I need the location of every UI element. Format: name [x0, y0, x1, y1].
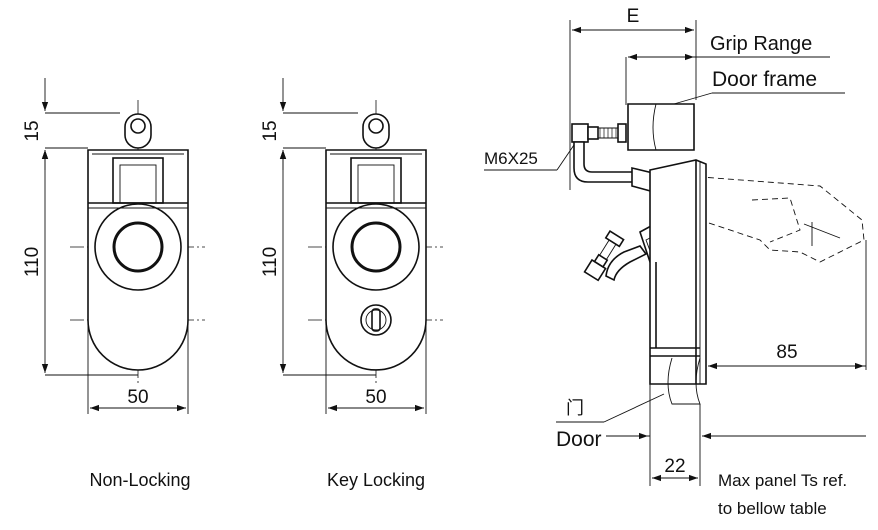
non-locking-caption: Non-Locking [89, 470, 190, 490]
key-locking-dim-50: 50 [365, 387, 386, 408]
door-frame-section [627, 103, 695, 151]
key-locking-dim-15: 15 [260, 120, 281, 141]
dim-85: 85 [776, 342, 797, 363]
swung-bolt [583, 230, 625, 282]
grip-range-label: Grip Range [710, 33, 812, 55]
bolt-head [571, 123, 589, 143]
non-locking-dim-15: 15 [22, 120, 43, 141]
non-locking-dim-110: 110 [22, 247, 43, 277]
door-label-cn: 门 [566, 398, 584, 418]
key-locking-view: 15 110 50 Key Locking [260, 78, 443, 490]
bolt-label: M6X25 [484, 149, 538, 168]
panel-note-line-1: Max panel Ts ref. [718, 471, 847, 490]
dim-22: 22 [664, 456, 685, 477]
key-locking-caption: Key Locking [327, 470, 425, 490]
side-view: E Grip Range Door frame M6X25 [484, 6, 867, 518]
dim-e: E [627, 6, 640, 27]
handle-open-outline [687, 175, 865, 263]
key-cylinder [360, 304, 392, 336]
non-locking-view: 15 110 50 Non-Locking [22, 78, 205, 490]
non-locking-dim-50: 50 [127, 387, 148, 408]
key-locking-dim-110: 110 [260, 247, 281, 277]
panel-note-line-2: to bellow table [718, 499, 827, 518]
housing-profile [649, 159, 707, 385]
door-label: Door [556, 428, 602, 451]
door-frame-label: Door frame [712, 68, 817, 91]
